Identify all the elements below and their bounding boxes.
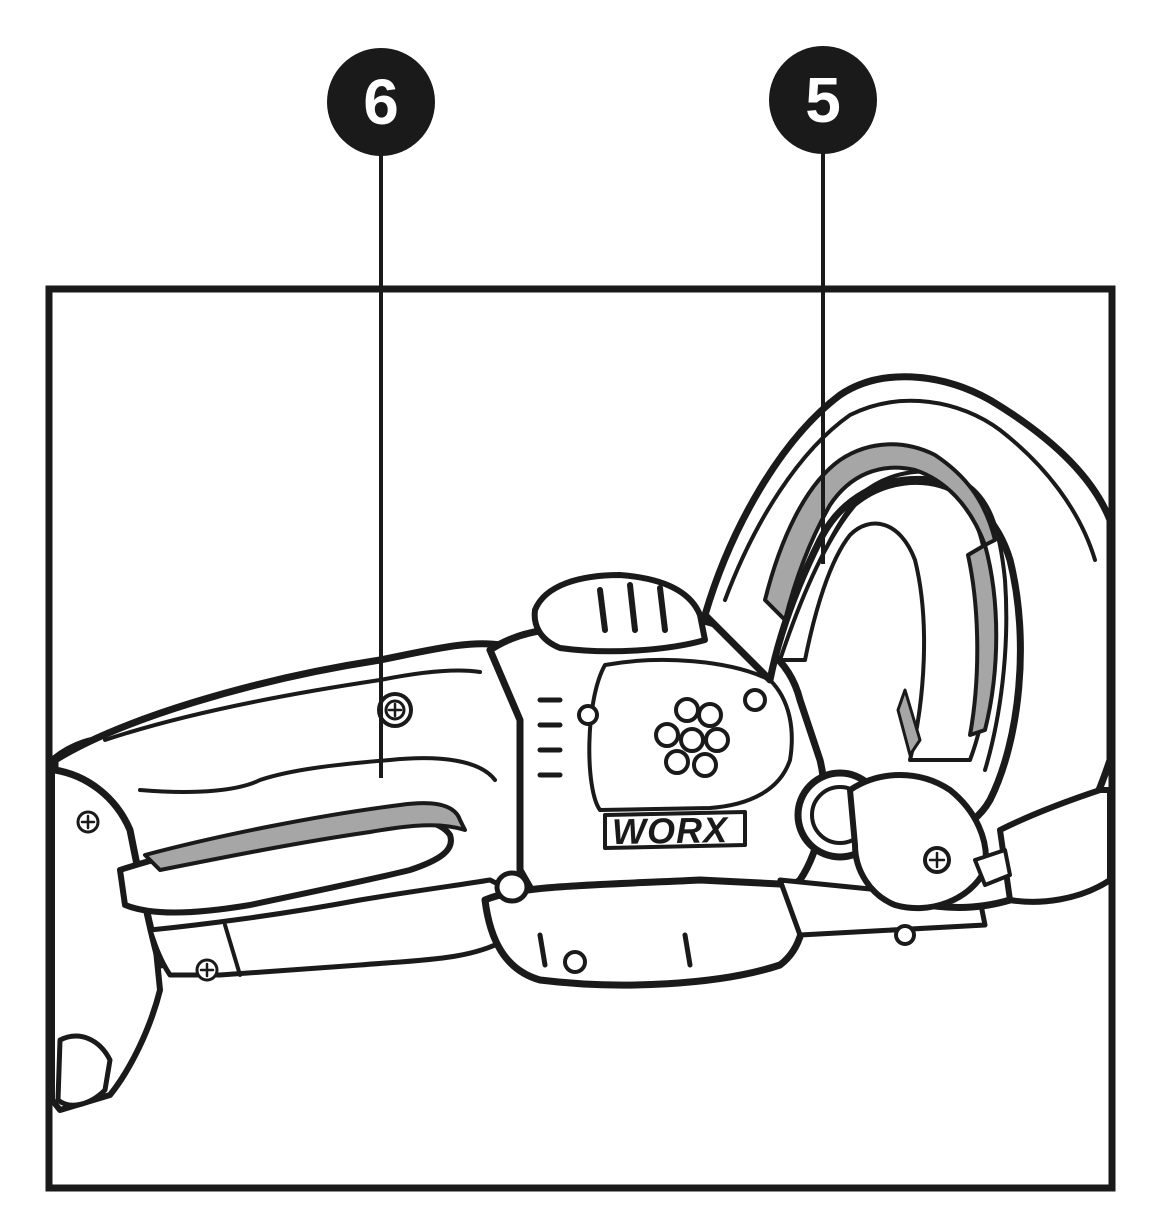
illustration-frame [45, 285, 1116, 1192]
callout-badge-6: 6 [327, 48, 435, 156]
brand-logo: WORX [612, 809, 730, 852]
callout-label-5: 5 [805, 64, 841, 136]
callout-badge-5: 5 [769, 46, 877, 154]
callout-label-6: 6 [363, 66, 399, 138]
rear-handle-grip [143, 801, 467, 872]
